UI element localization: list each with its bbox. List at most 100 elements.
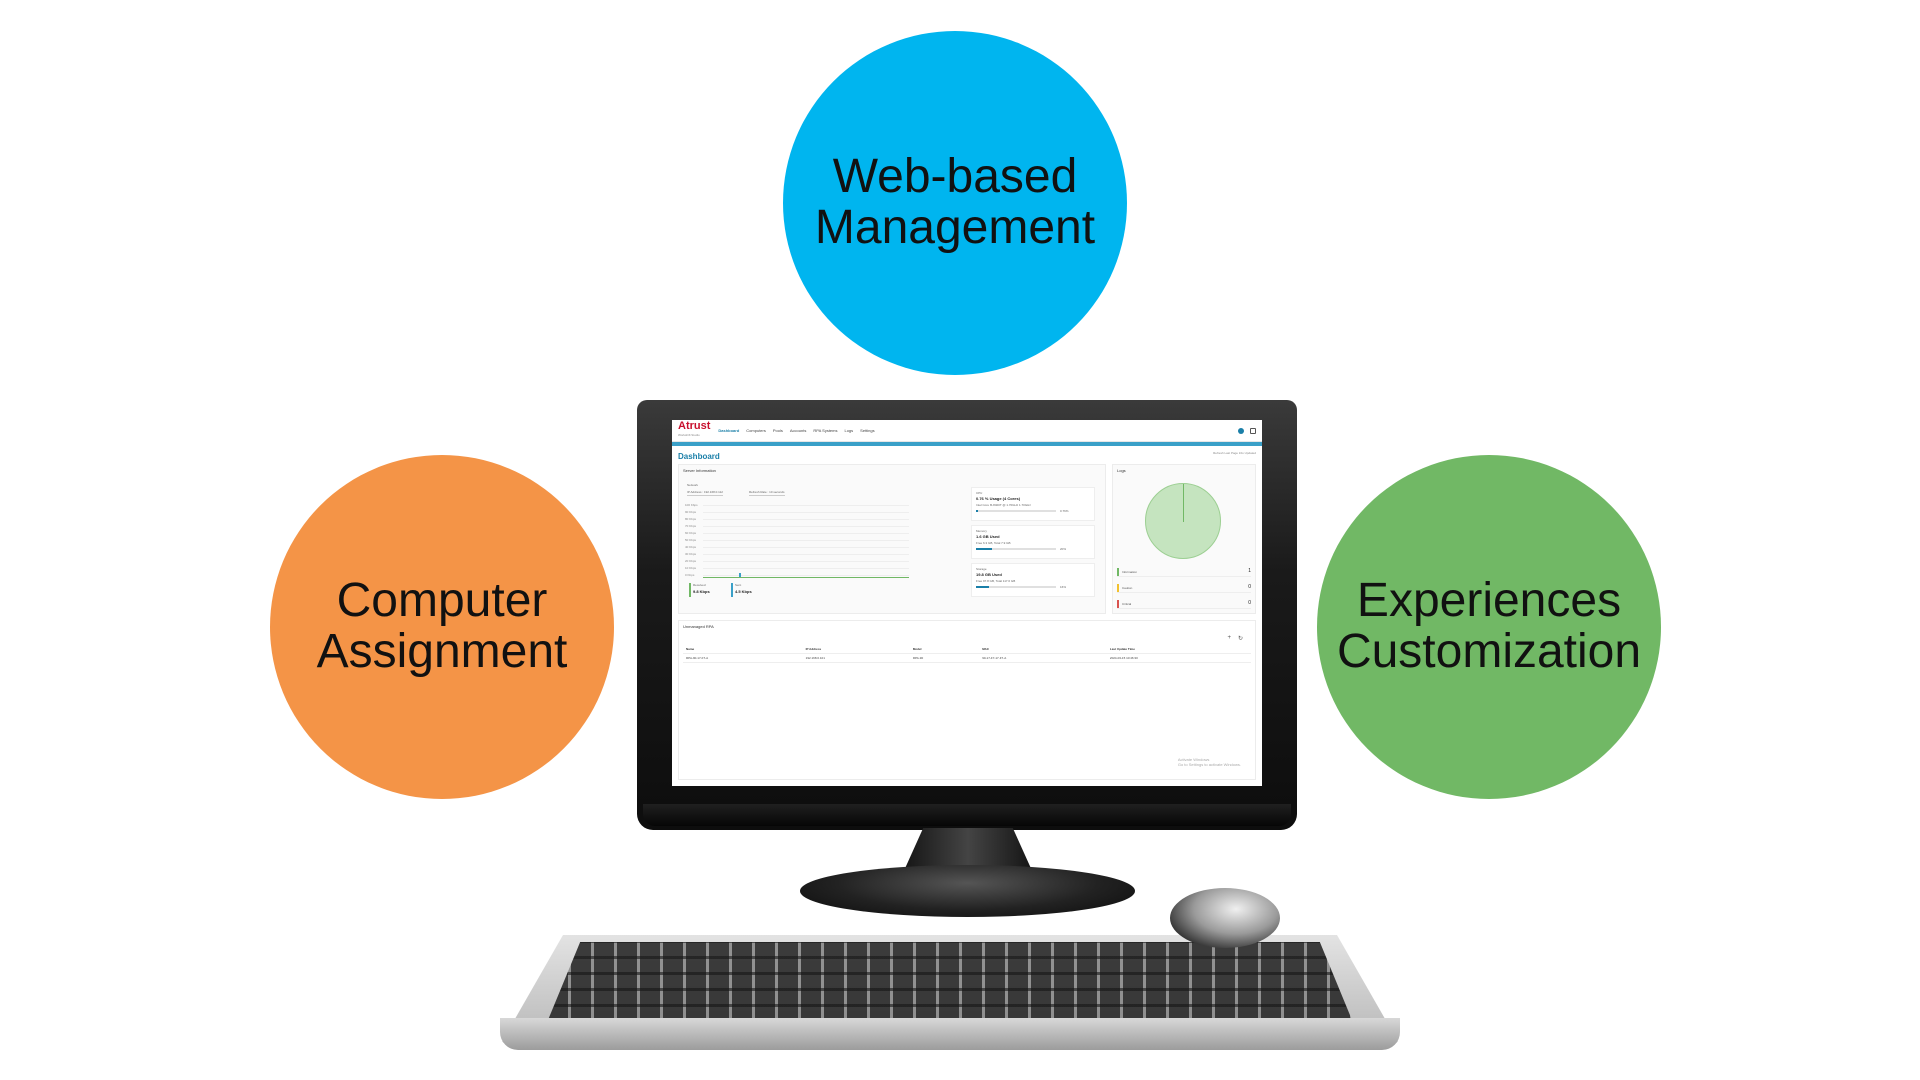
header-model[interactable]: Model xyxy=(909,645,980,654)
critical-marker xyxy=(1117,600,1119,608)
accent-bar xyxy=(672,442,1262,446)
unmanaged-rpa-panel: Unmanaged RPA + ↻ Name IP Address Model … xyxy=(678,620,1256,780)
gridline xyxy=(703,540,909,541)
table-row[interactable]: RPA-90-17-F7-A 192.168.0.101 RPA-90 90-1… xyxy=(683,653,1251,663)
gridline xyxy=(703,575,909,576)
gridline xyxy=(703,561,909,562)
y-tick-label: 70 Kbps xyxy=(685,524,697,528)
language-icon[interactable] xyxy=(1238,427,1244,434)
log-row-caution[interactable]: Caution 0 xyxy=(1117,583,1251,593)
caution-label: Caution xyxy=(1122,586,1133,590)
y-tick-label: 10 Kbps xyxy=(685,566,697,570)
monitor-stand xyxy=(800,865,1135,917)
y-tick-label: 50 Kbps xyxy=(685,538,697,542)
web-based-management-circle: Web-based Management xyxy=(783,31,1127,375)
refresh-note: Refresh Last Page Info Updated xyxy=(1213,451,1256,455)
cell-mac: 90-17-F7-17-F7-A xyxy=(979,653,1107,663)
network-label: Network xyxy=(687,483,699,487)
y-tick-label: 90 Kbps xyxy=(685,510,697,514)
experiences-customization-circle: Experiences Customization xyxy=(1317,455,1661,799)
refresh-rate-select[interactable]: Refresh Rate : 10 seconds xyxy=(749,490,785,496)
top-bar: Atrust Workshift Studio Dashboard Comput… xyxy=(672,420,1262,442)
nav-accounts[interactable]: Accounts xyxy=(789,428,807,433)
cpu-card: CPU 0.76 % Usage (4 Cores) Intel Core i5… xyxy=(971,487,1095,521)
cell-ip-address: 192.168.0.101 xyxy=(802,653,910,663)
memory-label: Memory xyxy=(976,529,987,533)
cell-model: RPA-90 xyxy=(909,653,980,663)
user-icon[interactable] xyxy=(1250,427,1256,434)
nav-rpa-systems[interactable]: RPA Systems xyxy=(813,428,838,433)
memory-percent: 20% xyxy=(1060,547,1067,551)
critical-count: 0 xyxy=(1248,600,1251,606)
web-based-management-label: Web-based Management xyxy=(814,150,1096,254)
nav-pools[interactable]: Pools xyxy=(772,428,783,433)
ip-address-select[interactable]: IP Address : 192.168.0.112 xyxy=(687,490,723,496)
received-value: 9.8 Kbps xyxy=(693,589,710,594)
cpu-percent: 0.76% xyxy=(1060,509,1069,513)
header-ip-address[interactable]: IP Address xyxy=(802,645,910,654)
nav-logs[interactable]: Logs xyxy=(844,428,854,433)
add-icon[interactable]: + xyxy=(1227,635,1231,641)
header-last-update-time[interactable]: Last Update Time xyxy=(1106,645,1251,654)
y-tick-label: 40 Kbps xyxy=(685,545,697,549)
main-nav: Dashboard Computers Pools Accounts RPA S… xyxy=(718,428,874,433)
brand-subtitle: Workshift Studio xyxy=(678,432,700,437)
storage-card: Storage 19.8 GB Used Free 97.8 GB, Total… xyxy=(971,563,1095,597)
cpu-usage-fill xyxy=(976,510,978,512)
gridline xyxy=(703,568,909,569)
received-label: Received xyxy=(693,583,706,587)
storage-label: Storage xyxy=(976,567,987,571)
cpu-detail: Intel Core i5-8400T @ 1.70GHz 1.70GHz xyxy=(976,503,1031,507)
storage-percent: 16% xyxy=(1060,585,1067,589)
memory-value: 1.6 GB Used xyxy=(976,534,1000,539)
computer-assignment-label: Computer Assignment xyxy=(316,574,568,678)
server-information-panel: Server Information Network IP Address : … xyxy=(678,464,1106,614)
storage-usage-bar xyxy=(976,586,1056,588)
gridline xyxy=(703,533,909,534)
nav-dashboard[interactable]: Dashboard xyxy=(718,428,740,433)
network-chart-baseline xyxy=(703,577,909,578)
gridline xyxy=(703,505,909,506)
memory-usage-bar xyxy=(976,548,1056,550)
mouse xyxy=(1170,888,1280,948)
caution-count: 0 xyxy=(1248,584,1251,590)
logs-pie-chart xyxy=(1145,483,1221,559)
header-name[interactable]: Name xyxy=(683,645,803,654)
keyboard-front xyxy=(500,1018,1400,1050)
brand-name: Atrust xyxy=(678,420,711,432)
y-tick-label: 60 Kbps xyxy=(685,531,697,535)
logs-panel: Logs Information 1 Caution 0 Critical 0 xyxy=(1112,464,1256,614)
received-marker xyxy=(689,583,691,597)
top-icons xyxy=(1238,427,1256,434)
gridline xyxy=(703,512,909,513)
storage-detail: Free 97.8 GB, Total 117.6 GB xyxy=(976,579,1016,583)
y-tick-label: 80 Kbps xyxy=(685,517,697,521)
brand-logo[interactable]: Atrust Workshift Studio xyxy=(678,420,711,440)
logs-title: Logs xyxy=(1117,468,1126,473)
network-chart-spike xyxy=(739,573,741,577)
log-row-critical[interactable]: Critical 0 xyxy=(1117,599,1251,609)
storage-usage-fill xyxy=(976,586,989,588)
nav-settings[interactable]: Settings xyxy=(860,428,875,433)
storage-value: 19.8 GB Used xyxy=(976,572,1002,577)
information-count: 1 xyxy=(1248,568,1251,574)
header-mac[interactable]: MAC xyxy=(979,645,1107,654)
refresh-icon[interactable]: ↻ xyxy=(1237,636,1243,642)
sent-marker xyxy=(731,583,733,597)
log-row-information[interactable]: Information 1 xyxy=(1117,567,1251,577)
gridline xyxy=(703,547,909,548)
table-header-row: Name IP Address Model MAC Last Update Ti… xyxy=(683,645,1251,654)
information-marker xyxy=(1117,568,1119,576)
unmanaged-rpa-table: Name IP Address Model MAC Last Update Ti… xyxy=(683,645,1251,663)
computer-assignment-circle: Computer Assignment xyxy=(270,455,614,799)
activate-windows-watermark: Activate Windows Go to Settings to activ… xyxy=(1177,757,1241,767)
unmanaged-rpa-title: Unmanaged RPA xyxy=(683,624,714,629)
keyboard-keys xyxy=(548,942,1352,1020)
cell-last-update-time: 2024-03-15 10:46:30 xyxy=(1106,653,1251,663)
page-title: Dashboard xyxy=(678,452,720,461)
cpu-label: CPU xyxy=(976,491,983,495)
monitor-screen: Atrust Workshift Studio Dashboard Comput… xyxy=(672,420,1262,786)
nav-computers[interactable]: Computers xyxy=(746,428,766,433)
cpu-value: 0.76 % Usage (4 Cores) xyxy=(976,496,1021,501)
